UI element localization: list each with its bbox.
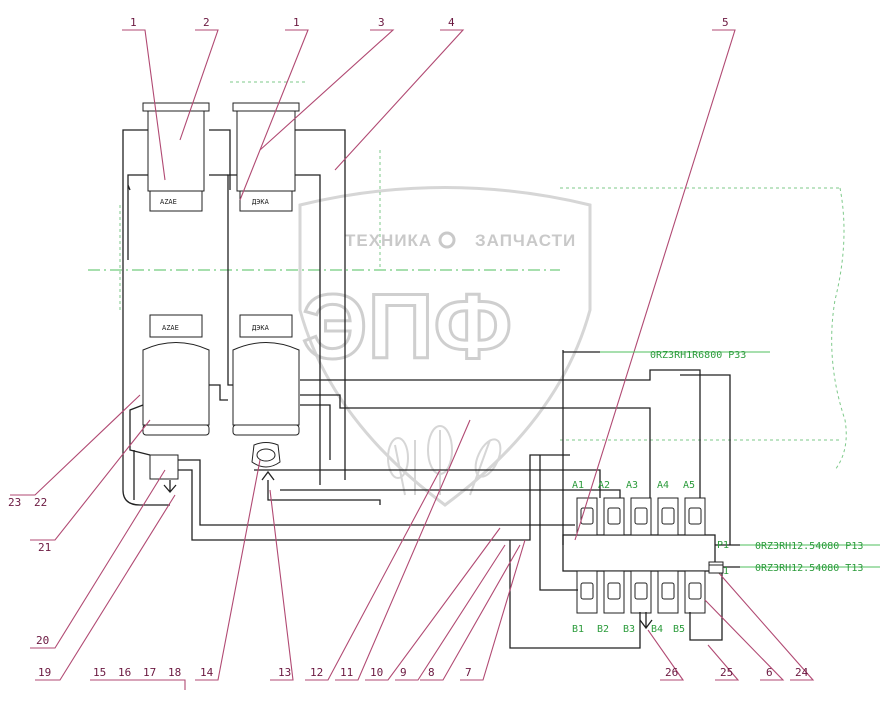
callout-label: 17 xyxy=(143,666,156,679)
port-label: A4 xyxy=(657,480,669,491)
spool-port-bottom xyxy=(607,582,621,600)
spool-port-top xyxy=(688,507,702,525)
svg-text:ДЭКА: ДЭКА xyxy=(252,198,270,206)
callout-leaders xyxy=(10,29,815,690)
svg-text:AZAE: AZAE xyxy=(162,324,179,332)
cylinder-top-left: AZAE xyxy=(142,102,210,212)
callout-label: 22 xyxy=(34,496,47,509)
spool-port-top xyxy=(634,507,648,525)
port-label: B5 xyxy=(673,624,685,635)
callout-label: 10 xyxy=(370,666,383,679)
port-label: B1 xyxy=(572,624,584,635)
port-label: B4 xyxy=(651,624,663,635)
callout-label: 8 xyxy=(428,666,435,679)
ports-top: A1 A2 A3 A4 A5 xyxy=(572,480,695,491)
callout-label: 7 xyxy=(465,666,472,679)
callout-label: 25 xyxy=(720,666,733,679)
spool-port-bottom xyxy=(634,582,648,600)
fitting-markers xyxy=(639,564,724,630)
port-label: A3 xyxy=(626,480,638,491)
port-p1-label: P1 xyxy=(717,540,729,551)
check-valve-left xyxy=(149,454,179,493)
callout-label: 26 xyxy=(665,666,678,679)
cylinder-top-right: ДЭКА xyxy=(232,102,300,212)
hydraulic-lines xyxy=(122,129,740,649)
callout-label: 9 xyxy=(400,666,407,679)
port-label: B2 xyxy=(597,624,609,635)
spool-port-bottom xyxy=(580,582,594,600)
port-label: A1 xyxy=(572,480,584,491)
callout-label: 18 xyxy=(168,666,181,679)
callout-label: 16 xyxy=(118,666,131,679)
callout-numbers-top: 1 2 1 3 4 5 xyxy=(130,16,729,29)
callout-label: 1 xyxy=(130,16,137,29)
callout-numbers-left: 23 22 21 xyxy=(8,496,51,554)
spool-port-top xyxy=(607,507,621,525)
spool-port-bottom xyxy=(688,582,702,600)
callout-label: 6 xyxy=(766,666,773,679)
cylinder-bottom-left: AZAE xyxy=(142,314,210,436)
port-label: A5 xyxy=(683,480,695,491)
callout-label: 20 xyxy=(36,634,49,647)
port-label: B3 xyxy=(623,624,635,635)
watermark-right-word: ЗАПЧАСТИ xyxy=(475,231,576,250)
watermark-monogram: ЭПФ xyxy=(302,276,512,378)
callout-label: 23 xyxy=(8,496,21,509)
callout-label: 14 xyxy=(200,666,214,679)
svg-text:ДЭКА: ДЭКА xyxy=(252,324,270,332)
callout-label: 2 xyxy=(203,16,210,29)
callout-label: 4 xyxy=(448,16,455,29)
wheat-icon xyxy=(387,425,502,496)
check-valve-right xyxy=(251,442,281,481)
svg-text:AZAE: AZAE xyxy=(160,198,177,206)
cylinder-bottom-right: ДЭКА xyxy=(232,314,300,436)
callout-label: 1 xyxy=(293,16,300,29)
callout-label: 24 xyxy=(795,666,809,679)
callout-label: 15 xyxy=(93,666,106,679)
watermark-left-word: ТЕХНИКА xyxy=(345,231,432,250)
hose-spec-p3: 0RZ3RH1R6800 P33 xyxy=(650,350,746,361)
callout-label: 19 xyxy=(38,666,51,679)
callout-numbers-bottom: 20 19 15 16 17 18 14 13 12 11 10 9 8 7 2… xyxy=(36,634,809,679)
watermark-shield xyxy=(298,186,592,507)
spool-port-top xyxy=(661,507,675,525)
callout-label: 11 xyxy=(340,666,353,679)
distributor-valve-bank xyxy=(562,497,724,614)
hose-spec-p1: 0RZ3RH12.54080 P13 xyxy=(755,541,863,552)
watermark: ТЕХНИКА ЗАПЧАСТИ ЭПФ xyxy=(298,186,592,507)
callout-label: 12 xyxy=(310,666,323,679)
hose-spec-t1: 0RZ3RH12.54080 T13 xyxy=(755,563,863,574)
gear-icon xyxy=(438,231,456,249)
port-label: A2 xyxy=(598,480,610,491)
callout-label: 5 xyxy=(722,16,729,29)
callout-label: 21 xyxy=(38,541,51,554)
spool-port-bottom xyxy=(661,582,675,600)
ports-bottom: B1 B2 B3 B4 B5 xyxy=(572,624,685,635)
callout-label: 13 xyxy=(278,666,291,679)
callout-label: 3 xyxy=(378,16,385,29)
